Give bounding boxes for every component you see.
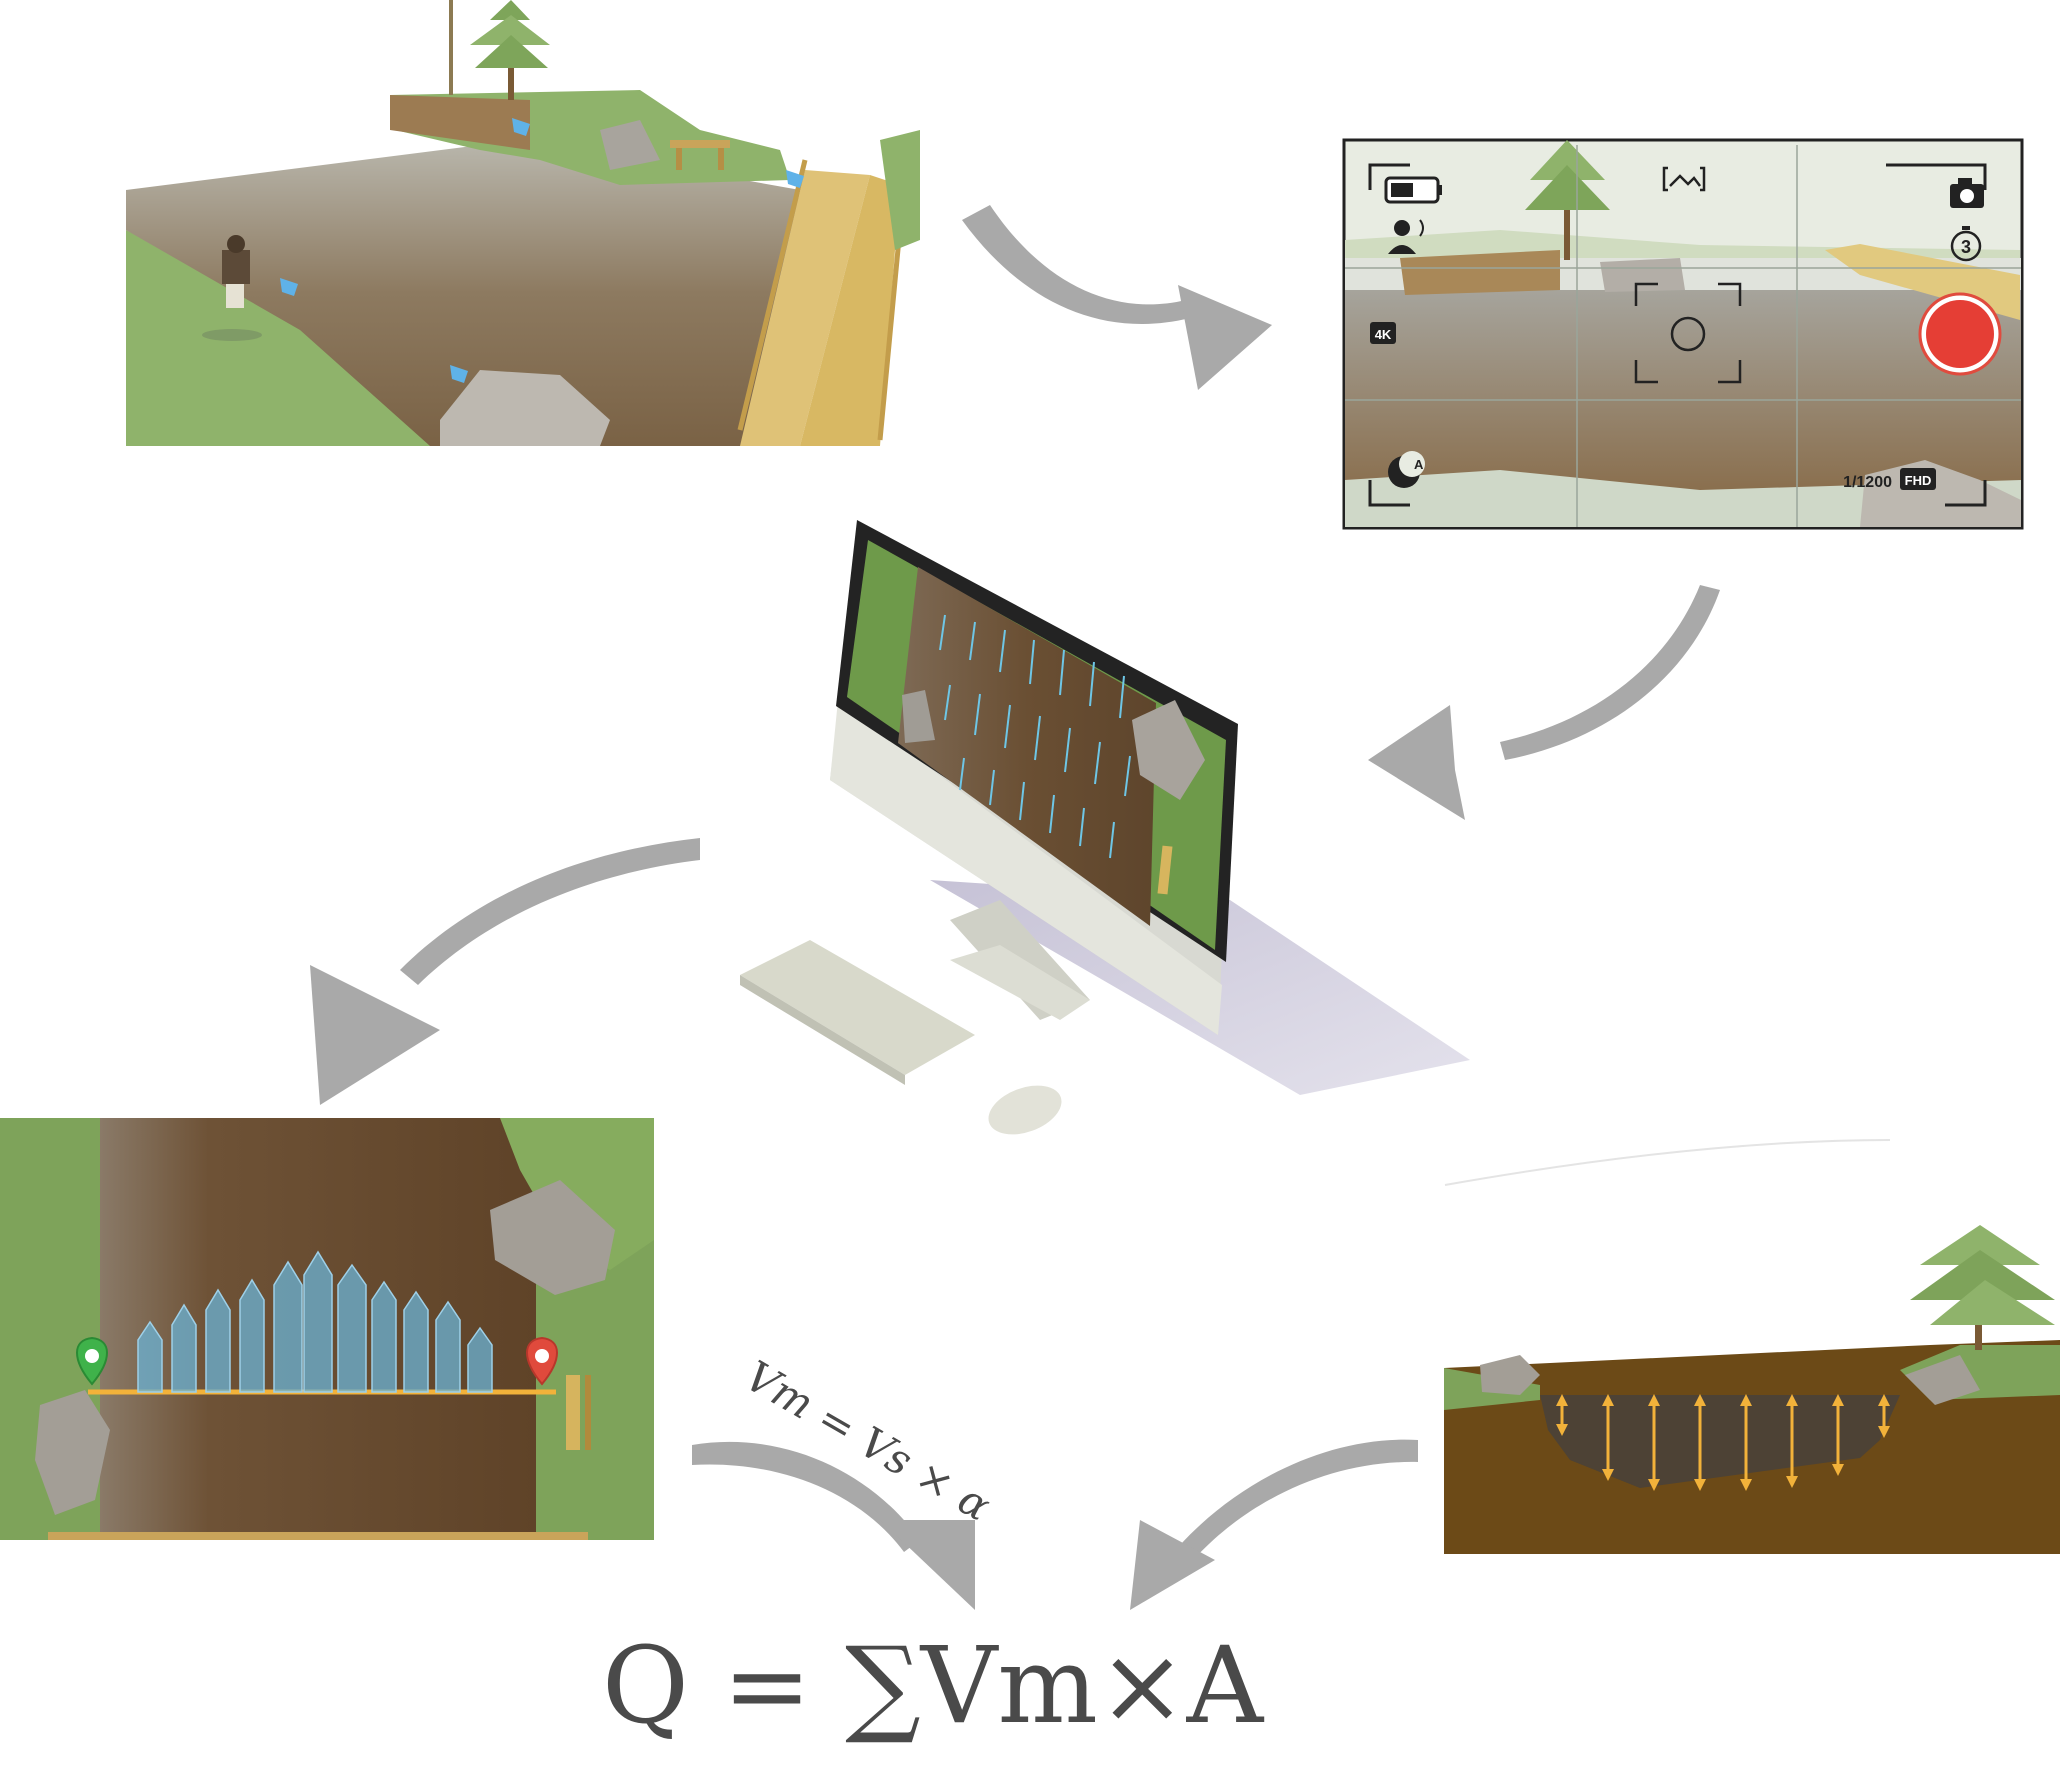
location-pin-icon: [76, 1336, 108, 1386]
record-button: [1918, 292, 2002, 376]
cross-section-velocity-panel: [0, 1118, 654, 1540]
flow-arrow-3: [310, 838, 700, 1105]
depth-measurement-arrows: [1556, 1394, 1890, 1491]
velocity-vector-field: [939, 614, 1131, 859]
night-mode-icon: A: [1388, 451, 1425, 488]
mouse: [988, 1085, 1062, 1135]
exposure-mode-label: A: [1414, 457, 1424, 472]
timer-icon: 3: [1950, 226, 1982, 262]
video-quality-badge: FHD: [1900, 468, 1936, 490]
discharge-formula: Q = ∑Vm×A: [602, 1624, 1265, 1747]
camera-icon: [1950, 178, 1984, 208]
record-dot: [1926, 300, 1994, 368]
velocity-profile-bars: [137, 1250, 493, 1393]
timer-value: 3: [1961, 237, 1971, 257]
monitor-screen: [847, 540, 1226, 950]
shutter-speed: 1/1200: [1843, 474, 1892, 491]
surveyor-figure: [202, 235, 262, 341]
computer-workstation: [740, 520, 1470, 1135]
tree-icon: [1525, 140, 1610, 260]
depth-profile-panel: [1444, 1139, 2060, 1554]
location-pin-icon: [526, 1336, 558, 1386]
camera-viewfinder-panel: 3 4K A 1/1200 FHD: [1342, 138, 2024, 530]
resolution-badge-label: 4K: [1375, 327, 1392, 342]
keyboard: [740, 940, 975, 1085]
focus-reticle-icon: [1634, 282, 1742, 384]
flow-arrow-5: [1130, 1439, 1418, 1610]
face-detect-icon: [1388, 219, 1424, 254]
field-scene-panel: [126, 0, 920, 446]
survey-pin-icon: [280, 118, 804, 383]
tree-icon: [1910, 1225, 2055, 1350]
flow-arrow-1: [962, 205, 1272, 390]
flow-arrow-2: [1368, 585, 1720, 820]
landscape-mode-icon: [1662, 166, 1706, 192]
battery-icon: [1384, 176, 1442, 204]
tree-icon: [470, 0, 550, 100]
resolution-badge: 4K: [1370, 322, 1396, 344]
flow-arrows: [310, 205, 1720, 1610]
flow-arrow-4: [692, 1441, 975, 1610]
video-quality-label: FHD: [1905, 473, 1932, 488]
